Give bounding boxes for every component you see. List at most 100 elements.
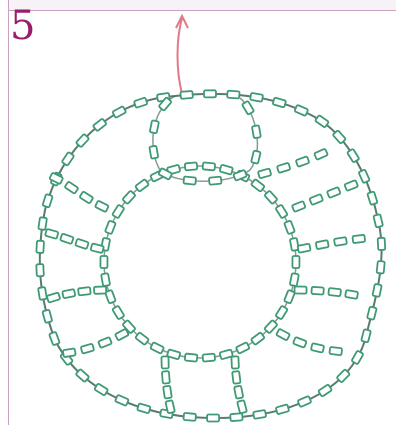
rectangular-bead-icon	[203, 354, 216, 362]
rectangular-bead-icon	[78, 287, 91, 295]
rectangular-bead-icon	[361, 329, 371, 342]
rectangular-bead-icon	[150, 120, 159, 133]
rectangular-bead-icon	[149, 146, 158, 159]
rectangular-bead-icon	[38, 217, 47, 230]
rectangular-bead-icon	[49, 332, 60, 346]
rectangular-bead-icon	[115, 395, 129, 406]
rectangular-bead-icon	[294, 105, 308, 116]
rectangular-bead-icon	[242, 101, 254, 115]
rectangular-bead-icon	[352, 235, 365, 243]
rectangular-bead-icon	[292, 201, 306, 212]
rectangular-bead-icon	[277, 163, 291, 173]
rectangular-bead-icon	[231, 356, 239, 368]
rectangular-bead-icon	[258, 168, 271, 178]
rectangular-bead-icon	[264, 191, 277, 205]
rectangular-bead-icon	[367, 191, 377, 205]
rectangular-bead-icon	[45, 229, 58, 239]
rectangular-bead-icon	[183, 413, 196, 421]
rectangular-bead-icon	[112, 205, 124, 219]
rectangular-bead-icon	[284, 220, 295, 234]
thread-direction-arrow-icon	[176, 16, 188, 94]
rectangular-bead-icon	[135, 332, 149, 345]
rectangular-bead-icon	[76, 134, 89, 148]
rectangular-bead-icon	[333, 130, 346, 144]
rectangular-bead-icon	[329, 347, 342, 355]
rectangular-bead-icon	[93, 118, 107, 131]
rectangular-bead-icon	[290, 273, 299, 286]
rectangular-bead-icon	[276, 329, 290, 341]
rectangular-bead-icon	[95, 201, 109, 213]
rectangular-bead-icon	[60, 234, 74, 245]
rectangular-bead-icon	[162, 371, 170, 384]
rectangular-bead-icon	[105, 220, 116, 234]
rectangular-bead-icon	[347, 149, 359, 163]
rectangular-bead-icon	[76, 369, 90, 382]
rectangular-bead-icon	[75, 239, 89, 249]
rectangular-bead-icon	[252, 125, 261, 138]
rectangular-bead-icon	[62, 289, 75, 298]
rectangular-bead-icon	[42, 310, 52, 323]
rectangular-bead-icon	[161, 356, 168, 368]
rectangular-bead-icon	[209, 177, 222, 185]
rectangular-bead-icon	[337, 369, 350, 382]
rectangular-bead-icon	[36, 264, 44, 276]
rectangular-bead-icon	[115, 329, 129, 341]
rectangular-bead-icon	[253, 410, 266, 419]
rectangular-bead-icon	[63, 348, 76, 357]
rectangular-bead-icon	[251, 332, 265, 345]
rectangular-bead-icon	[230, 413, 243, 421]
rectangular-bead-icon	[207, 414, 219, 421]
rectangular-bead-icon	[150, 342, 164, 354]
rectangular-bead-icon	[373, 214, 383, 227]
rectangular-bead-icon	[328, 288, 341, 296]
rectangular-bead-icon	[185, 354, 198, 362]
rectangular-bead-icon	[94, 383, 108, 395]
rectangular-bead-icon	[98, 337, 112, 348]
rectangular-bead-icon	[359, 169, 370, 183]
rectangular-bead-icon	[250, 93, 263, 102]
rectangular-bead-icon	[273, 97, 286, 107]
rectangular-bead-icon	[315, 115, 329, 128]
rectangular-bead-icon	[275, 306, 287, 320]
rectangular-bead-icon	[122, 191, 135, 205]
rectangular-bead-icon	[65, 181, 79, 193]
rectangular-bead-icon	[203, 162, 216, 170]
rectangular-bead-icon	[344, 180, 358, 191]
rectangular-bead-icon	[101, 273, 110, 286]
rectangular-bead-icon	[311, 287, 323, 295]
rectangular-bead-icon	[373, 284, 382, 297]
rectangular-bead-icon	[227, 91, 239, 99]
outer-thread-path	[40, 94, 382, 418]
rectangular-bead-icon	[180, 91, 193, 99]
rectangular-bead-icon	[264, 320, 277, 334]
rectangular-bead-icon	[42, 194, 52, 208]
rectangular-bead-icon	[94, 286, 106, 293]
rectangular-bead-icon	[296, 156, 310, 167]
rectangular-bead-icon	[318, 384, 332, 396]
rectangular-bead-icon	[36, 241, 44, 253]
rectangular-bead-icon	[232, 371, 240, 384]
rectangular-bead-icon	[134, 97, 148, 107]
rectangular-bead-icon	[47, 292, 61, 302]
rectangular-bead-icon	[327, 187, 341, 198]
rectangular-bead-icon	[292, 256, 299, 268]
rectangular-bead-icon	[100, 256, 107, 268]
rectangular-bead-icon	[163, 386, 172, 399]
rectangular-bead-icon	[112, 106, 126, 118]
rectangular-bead-icon	[251, 179, 265, 192]
rectangular-bead-icon	[275, 205, 287, 219]
rectangular-bead-icon	[220, 165, 233, 175]
rectangular-bead-icon	[293, 337, 307, 348]
rectangular-bead-icon	[309, 194, 323, 205]
rectangular-bead-icon	[234, 386, 243, 399]
rectangular-bead-icon	[377, 261, 385, 274]
rectangular-bead-icon	[316, 240, 329, 249]
rectangular-bead-icon	[251, 150, 261, 163]
rectangular-bead-icon	[284, 290, 295, 304]
rectangular-bead-icon	[294, 286, 306, 293]
rectangular-bead-icon	[62, 152, 75, 166]
rectangular-bead-icon	[38, 287, 47, 300]
rectangular-bead-icon	[298, 244, 311, 253]
